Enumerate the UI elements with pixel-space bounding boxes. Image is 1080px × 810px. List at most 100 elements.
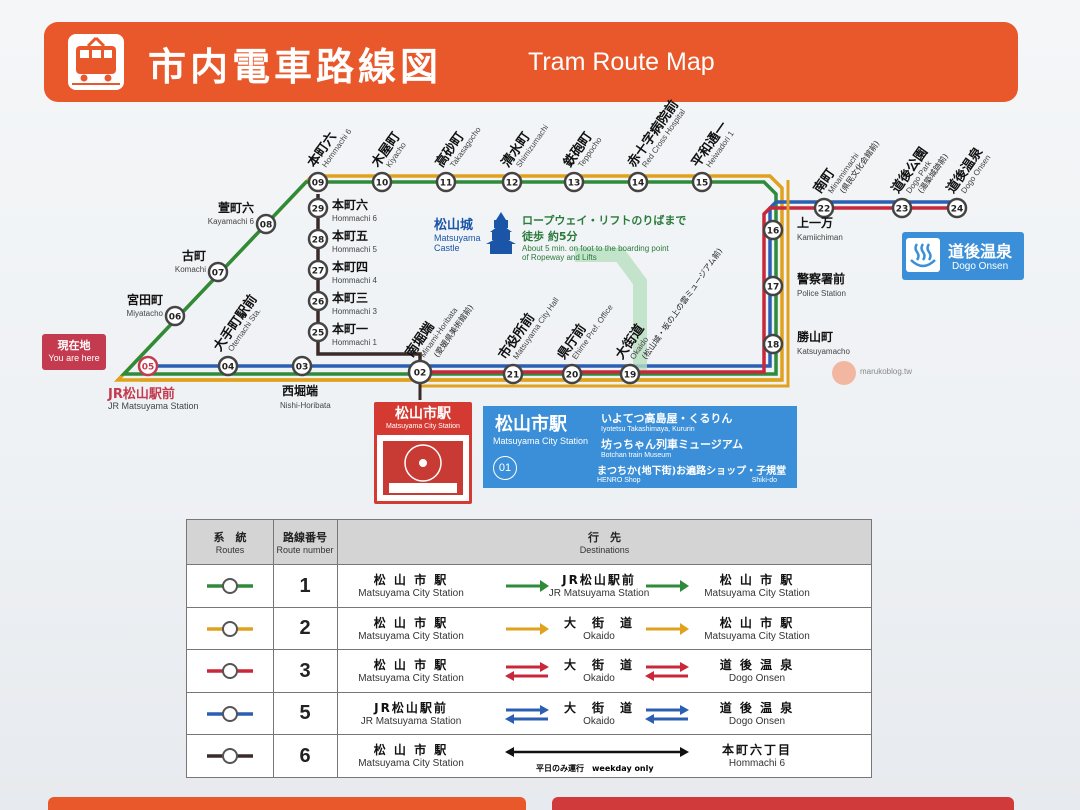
station-name-en: Katsuyamacho bbox=[797, 347, 850, 356]
station-name-jp: 古町 bbox=[182, 248, 206, 263]
weekday-note: 平日のみ運行 weekday only bbox=[536, 764, 654, 773]
station-name-en: Komachi bbox=[175, 265, 206, 274]
station-number: 15 bbox=[696, 179, 709, 189]
route-line-icon bbox=[207, 705, 253, 722]
terminus-jp: 松 山 市 駅 bbox=[719, 573, 795, 587]
via-en: Okaido bbox=[583, 673, 615, 684]
arrow-icon bbox=[506, 622, 549, 635]
route-symbol bbox=[187, 607, 274, 650]
station-name-jp: 本町六 bbox=[332, 197, 368, 212]
mascot-icon bbox=[832, 361, 856, 385]
arrow-wrap bbox=[644, 618, 690, 644]
station-name-jp: 本町五 bbox=[332, 228, 368, 243]
station-circle bbox=[762, 219, 784, 241]
city-station-box: 松山市駅 Matsuyama City Station bbox=[374, 402, 472, 504]
arrow-icon bbox=[506, 580, 549, 592]
station-name-jp: 本町一 bbox=[332, 321, 368, 336]
table-header: 系 統 Routes 路線番号 Route number 行 先 Destina… bbox=[187, 520, 871, 564]
header-route-number: 路線番号 Route number bbox=[273, 520, 338, 564]
station-circle bbox=[307, 259, 329, 281]
dogo-box-jp: 道後温泉 bbox=[948, 242, 1013, 261]
ropeway-jp2: 徒歩 約5分 bbox=[522, 230, 578, 243]
station-name-en: Nishi-Horibata bbox=[280, 401, 331, 410]
terminus-en: Dogo Onsen bbox=[728, 715, 786, 727]
station-circle bbox=[501, 171, 523, 193]
station-number: 13 bbox=[568, 179, 581, 189]
station-building-icon bbox=[383, 441, 463, 495]
station-name-en: Hommachi 6 bbox=[332, 214, 377, 223]
route-number: 1 bbox=[273, 565, 338, 607]
header-num-en: Route number bbox=[276, 545, 334, 555]
station-label-07: 古町 Komachi bbox=[175, 248, 206, 274]
station-05: 05 bbox=[137, 355, 159, 377]
station-13: 13 bbox=[563, 171, 585, 193]
ropeway-note: ロープウェイ・リフトのりばまで 徒歩 約5分 About 5 min. on f… bbox=[522, 212, 686, 262]
tram-icon bbox=[68, 34, 124, 90]
station-19-subnote: (松山城・坂の上の雲ミュージアム前) bbox=[639, 246, 724, 361]
station-26: 26 bbox=[307, 290, 329, 312]
route-number-text: 2 bbox=[299, 617, 311, 639]
castle-jp: 松山城 bbox=[434, 218, 474, 233]
station-circle bbox=[307, 321, 329, 343]
info-title-jp: 松山市駅 bbox=[495, 414, 567, 435]
arrow-wrap bbox=[504, 575, 550, 601]
station-name-en: Kayamachi 6 bbox=[208, 217, 255, 226]
station-number: 19 bbox=[624, 371, 637, 381]
arrow-wrap bbox=[504, 703, 550, 729]
info-2-jp: 坊っちゃん列車ミュージアム bbox=[601, 438, 744, 451]
header-banner: 市内電車路線図 Tram Route Map bbox=[44, 22, 1018, 102]
origin-en: Matsuyama City Station bbox=[358, 758, 464, 769]
station-circle bbox=[561, 363, 583, 385]
terminus-jp: 道 後 温 泉 bbox=[719, 700, 795, 715]
dogo-box-en: Dogo Onsen bbox=[952, 261, 1009, 272]
station-circle bbox=[627, 171, 649, 193]
watermark: marukoblog.tw bbox=[860, 367, 913, 376]
arrow-wrap bbox=[644, 703, 690, 729]
via-en: Okaido bbox=[583, 630, 615, 642]
station-10: 10 bbox=[371, 171, 393, 193]
station-15: 15 bbox=[691, 171, 713, 193]
terminus-en: Matsuyama City Station bbox=[704, 630, 810, 642]
dogo-onsen-box: 道後温泉 Dogo Onsen bbox=[902, 232, 1024, 280]
info-line-1: いよてつ高島屋・くるりん Iyotetsu Takashimaya, Kurur… bbox=[601, 410, 732, 433]
header-dest-jp: 行 先 bbox=[588, 531, 621, 544]
station-number: 16 bbox=[767, 227, 780, 237]
ropeway-walk-path bbox=[575, 248, 647, 370]
city-station-info-panel: 松山市駅 Matsuyama City Station 01 いよてつ高島屋・く… bbox=[483, 406, 797, 488]
route-line-icon bbox=[207, 578, 253, 594]
arrow-icon bbox=[646, 622, 689, 635]
terminus-en: Dogo Onsen bbox=[728, 673, 786, 684]
station-name-en: Miyatacho bbox=[127, 309, 164, 318]
city-station-box-en: Matsuyama City Station bbox=[386, 423, 460, 430]
station-name-en: Hommachi 1 bbox=[332, 338, 377, 347]
route-number: 5 bbox=[273, 692, 338, 735]
station-number: 17 bbox=[767, 283, 780, 293]
bottom-banner-left bbox=[48, 797, 526, 810]
station-21: 21 bbox=[502, 363, 524, 385]
station-24: 24 bbox=[946, 197, 968, 219]
station-number: 14 bbox=[632, 179, 645, 189]
arrow-icon bbox=[645, 704, 689, 724]
origin-jp: 松 山 市 駅 bbox=[373, 615, 449, 630]
station-08: 08 bbox=[255, 213, 277, 235]
info-3-en: HENRO Shop bbox=[597, 477, 641, 484]
via-en: Okaido bbox=[583, 715, 615, 727]
station-circle bbox=[207, 261, 229, 283]
arrow-wrap bbox=[504, 741, 690, 767]
you-are-here-jp: 現在地 bbox=[57, 339, 91, 352]
station-name-jp: 萱町六 bbox=[218, 200, 254, 215]
routes-table: 系 統 Routes 路線番号 Route number 行 先 Destina… bbox=[186, 519, 872, 778]
